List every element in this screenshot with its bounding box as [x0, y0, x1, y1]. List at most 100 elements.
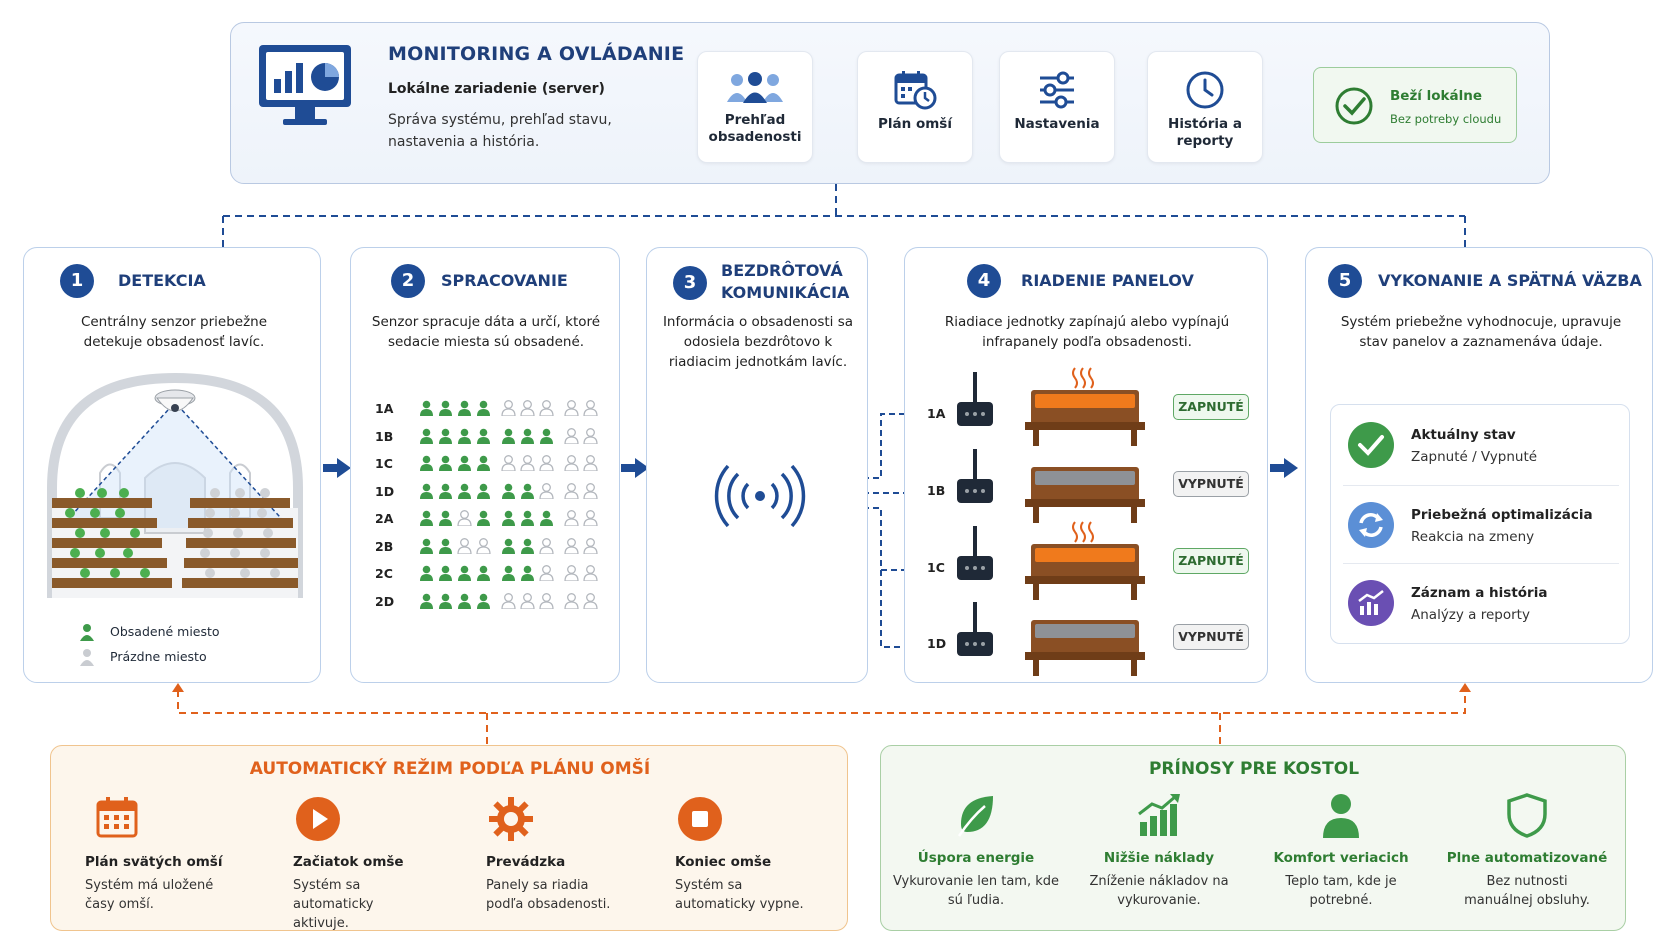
control-unit-icon: [955, 449, 995, 513]
tile-label: Nastavenia: [1014, 116, 1100, 132]
panel-status-badge: ZAPNUTÉ: [1173, 548, 1249, 574]
step-title: VYKONANIE A SPÄTNÁ VÄZBA: [1378, 271, 1642, 290]
tile-occupancy-overview[interactable]: Prehľad obsadenosti: [697, 51, 813, 163]
heated-bench-panel-on: [1023, 364, 1147, 452]
step-title: BEZDRÔTOVÁ KOMUNIKÁCIA: [721, 261, 850, 302]
auto-step-description: Systém sa automaticky vypne.: [675, 878, 804, 912]
seat-occupied-icon: [477, 565, 490, 581]
church-sensor-illustration: [47, 372, 303, 598]
benefits-title: PRÍNOSY PRE KOSTOL: [1148, 759, 1360, 779]
seat-empty-icon: [564, 400, 579, 416]
seat-empty-icon: [564, 510, 579, 526]
feedback-title: Priebežná optimalizácia: [1411, 507, 1593, 523]
monitoring-panel: MONITORING A OVLÁDANIE Lokálne zariadeni…: [230, 22, 1550, 184]
calendar-clock-icon: [894, 71, 937, 110]
seat-empty-icon: [583, 510, 598, 526]
divider: [1343, 563, 1619, 564]
seat-empty-icon: [583, 592, 598, 609]
control-unit-icon: [955, 526, 995, 590]
seat-occupied-icon: [521, 565, 534, 581]
seat-empty-icon: [476, 537, 491, 554]
panel-row-label: 1D: [927, 636, 947, 651]
seat-occupied-icon: [420, 538, 433, 554]
seat-occupied-icon: [420, 400, 433, 416]
seat-row-label: 1D: [375, 483, 395, 499]
seat-occupied-icon: [439, 510, 452, 526]
calendar-icon: [96, 797, 138, 838]
stop-icon: [678, 797, 722, 841]
auto-step-title: Plán svätých omší: [85, 854, 223, 870]
seat-row-label: 1C: [375, 456, 393, 471]
benefit-title: Komfort veriacich: [1273, 850, 1409, 866]
seat-occupied-icon: [521, 538, 534, 554]
seat-empty-icon: [564, 537, 579, 554]
auto-step-description: Systém sa automaticky aktivuje.: [293, 878, 374, 931]
benefit-title: Úspora energie: [917, 850, 1035, 866]
seat-occupied-icon: [420, 428, 433, 444]
seat-occupied-icon: [502, 565, 515, 581]
step-number-badge: 4: [967, 264, 1001, 298]
play-icon: [296, 797, 340, 841]
seat-occupied-icon: [521, 483, 534, 499]
auto-step-start: Začiatok omše Systém sa automaticky akti…: [293, 796, 473, 933]
panel-row-label: 1B: [927, 483, 946, 498]
benefit-description: Zníženie nákladov na vykurovanie.: [1089, 874, 1229, 908]
seat-occupied-icon: [439, 593, 452, 609]
legend-occupied: Obsadené miesto: [110, 624, 220, 639]
step-card-wireless: 3 BEZDRÔTOVÁ KOMUNIKÁCIA Informácia o ob…: [646, 247, 868, 683]
seat-occupied-icon: [420, 565, 433, 581]
seat-occupied-icon: [502, 538, 515, 554]
seat-empty-icon: [583, 482, 598, 499]
auto-step-title: Koniec omše: [675, 854, 772, 870]
monitor-chart-icon: [259, 45, 351, 125]
sliders-icon: [1040, 71, 1074, 109]
feedback-title: Aktuálny stav: [1411, 427, 1516, 443]
control-unit-icon: [955, 602, 995, 666]
seat-occupied-icon: [458, 593, 471, 609]
leaf-icon: [957, 796, 993, 837]
clock-icon: [1186, 71, 1224, 109]
monitoring-description: Správa systému, prehľad stavu, nastaveni…: [388, 112, 612, 150]
feedback-subtitle: Zapnuté / Vypnuté: [1411, 449, 1538, 465]
local-title: Beží lokálne: [1390, 88, 1483, 104]
seat-empty-icon: [539, 482, 554, 499]
shield-icon: [1507, 793, 1547, 838]
seat-empty-icon: [501, 400, 516, 416]
seat-empty-icon: [583, 565, 598, 581]
feedback-subtitle: Reakcia na zmeny: [1411, 529, 1535, 545]
seat-row-label: 2D: [375, 593, 395, 609]
step-title: RIADENIE PANELOV: [1021, 271, 1194, 290]
benefit-fully-automated: Plne automatizované Bez nutnosti manuáln…: [1437, 792, 1617, 910]
seat-empty-icon: [539, 400, 554, 416]
seat-occupied-icon: [502, 510, 515, 526]
seat-row-label: 2A: [375, 511, 394, 526]
seat-occupied-icon: [521, 510, 534, 526]
seat-occupied-icon: [420, 510, 433, 526]
benefit-title: Nižšie náklady: [1103, 850, 1215, 866]
tile-history-reports[interactable]: História a reporty: [1147, 51, 1263, 163]
seat-occupied-icon: [420, 593, 433, 609]
auto-step-description: Panely sa riadia podľa obsadenosti.: [486, 878, 611, 912]
seat-empty-icon: [501, 592, 516, 609]
runs-locally-badge: Beží lokálne Bez potreby cloudu: [1313, 67, 1517, 143]
seat-occupied-icon: [458, 400, 471, 416]
seat-occupied-icon: [502, 483, 515, 499]
panel-row-label: 1C: [927, 560, 945, 575]
seat-occupied-icon: [458, 483, 471, 499]
seat-occupied-icon: [477, 510, 490, 526]
seat-empty-icon: [564, 427, 579, 444]
seat-empty-icon: [564, 565, 579, 581]
step-description: Centrálny senzor priebežne detekuje obsa…: [80, 314, 268, 350]
tile-settings[interactable]: Nastavenia: [999, 51, 1115, 163]
seat-occupied-icon: [477, 483, 490, 499]
step-number-badge: 3: [673, 266, 707, 300]
refresh-icon: [1348, 502, 1394, 548]
seat-occupied-icon: [477, 400, 490, 416]
tile-mass-plan[interactable]: Plán omší: [857, 51, 973, 163]
legend-empty: Prázdne miesto: [110, 649, 207, 664]
step-number-badge: 5: [1328, 264, 1362, 298]
seat-occupied-icon: [439, 538, 452, 554]
step-description: Informácia o obsadenosti sa odosiela bez…: [662, 314, 854, 370]
